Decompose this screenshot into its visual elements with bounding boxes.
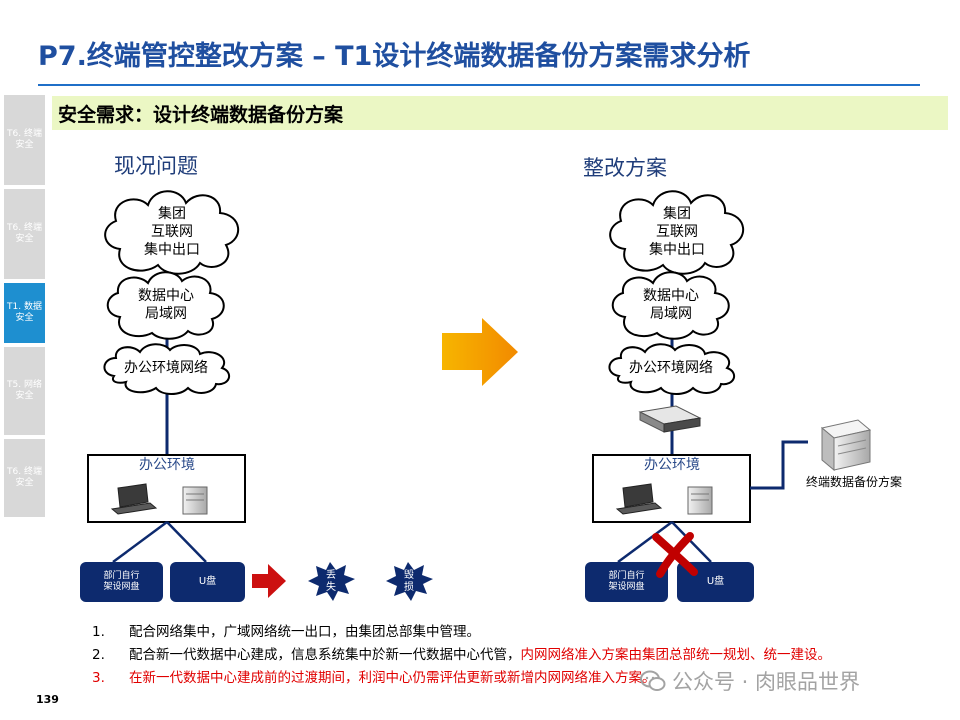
note-text: 配合网络集中，广域网络统一出口，由集团总部集中管理。 (129, 622, 932, 642)
notes-list: 1. 配合网络集中，广域网络统一出口，由集团总部集中管理。 2. 配合新一代数据… (92, 622, 932, 691)
watermark-text: 公众号 · 肉眼品世界 (672, 670, 861, 694)
label-line: 集团 (158, 206, 186, 222)
red-arrow-icon (252, 564, 286, 598)
current-issues-title: 现况问题 (114, 154, 198, 178)
pill-dept-netdisk-label: 部门自行 架设网盘 (585, 571, 668, 593)
note-text: 配合新一代数据中心建成，信息系统集中於新一代数据中心代管，内网网络准入方案由集团… (129, 645, 932, 665)
requirement-text: 安全需求：设计终端数据备份方案 (58, 104, 344, 126)
backup-solution-label: 终端数据备份方案 (806, 475, 903, 489)
label-line: 数据中心 (643, 288, 699, 304)
label-line: 数据中心 (138, 288, 194, 304)
pill-usb-drive-label: U盘 (706, 576, 725, 587)
pill-dept-netdisk (80, 562, 163, 602)
transition-arrow-icon (442, 318, 518, 386)
cloud-data-center-label: 数据中心 局域网 (621, 287, 721, 323)
branch-line-left (617, 520, 673, 564)
sidenav-item-terminal-security-3[interactable]: T6. 终端 安全 (4, 439, 45, 517)
sidenav-item-terminal-security-2[interactable]: T6. 终端 安全 (4, 189, 45, 279)
cloud-internet-exit-label: 集团 互联网 集中出口 (627, 205, 727, 259)
blocked-cross-icon (652, 532, 698, 578)
label-line: 架设网盘 (103, 582, 140, 592)
label-line: 部门自行 (103, 571, 140, 581)
note-item-3: 3. 在新一代数据中心建成前的过渡期间，利润中心仍需评估更新或新增内网网络准入方… (92, 668, 932, 688)
pill-usb-drive (170, 562, 245, 602)
branch-line-right (671, 521, 712, 563)
pill-dept-netdisk (585, 562, 668, 602)
server-icon (687, 486, 713, 515)
office-environment-box (87, 454, 246, 523)
requirement-banner (52, 96, 948, 130)
page-number: 139 (36, 693, 59, 706)
note-item-2: 2. 配合新一代数据中心建成，信息系统集中於新一代数据中心代管，内网网络准入方案… (92, 645, 932, 665)
office-environment-label: 办公环境 (644, 457, 700, 473)
cloud-office-network-label: 办公环境网络 (629, 360, 713, 376)
wechat-icon (640, 670, 666, 691)
note-item-1: 1. 配合网络集中，广域网络统一出口，由集团总部集中管理。 (92, 622, 932, 642)
note-number: 3. (92, 670, 105, 686)
label-line: 部门自行 (608, 571, 645, 581)
branch-line-right (166, 521, 207, 563)
note-text-highlight: 内网网络准入方案由集团总部统一规划、统一建设。 (520, 647, 832, 663)
page-title: P7.终端管控整改方案 – T1设计终端数据备份方案需求分析 (38, 41, 751, 72)
note-text-normal: 配合新一代数据中心建成，信息系统集中於新一代数据中心代管， (129, 647, 521, 663)
pill-dept-netdisk-label: 部门自行 架设网盘 (80, 571, 163, 593)
label-line: 局域网 (650, 306, 692, 322)
label-line: 毁 (404, 570, 414, 581)
label-line: 丢 (326, 570, 336, 581)
proposal-topology (585, 190, 872, 602)
star-lost-icon (308, 562, 355, 601)
laptop-icon (110, 483, 158, 515)
label-line: 损 (404, 582, 414, 593)
star-damaged-label: 毁 损 (398, 570, 420, 594)
note-number: 2. (92, 647, 105, 663)
label-line: 互联网 (151, 224, 193, 240)
sidenav-item-data-security[interactable]: T1. 数据 安全 (4, 283, 45, 343)
star-lost-label: 丢 失 (320, 570, 342, 594)
sidenav-item-terminal-security-1[interactable]: T6. 终端 安全 (4, 95, 45, 185)
backup-server-icon (820, 419, 872, 472)
network-access-device-icon (638, 405, 702, 433)
label-line: 失 (326, 582, 336, 593)
note-text-highlight: 在新一代数据中心建成前的过渡期间，利润中心仍需评估更新或新增内网网络准入方案。 (129, 670, 656, 686)
note-text-normal: 配合网络集中，广域网络统一出口，由集团总部集中管理。 (129, 624, 480, 640)
note-text: 在新一代数据中心建成前的过渡期间，利润中心仍需评估更新或新增内网网络准入方案。 (129, 668, 932, 688)
cloud-office-network-label: 办公环境网络 (124, 360, 208, 376)
label-line: 局域网 (145, 306, 187, 322)
note-number: 1. (92, 624, 105, 640)
label-line: 集中出口 (144, 242, 200, 258)
server-icon (182, 486, 208, 515)
label-line: 互联网 (656, 224, 698, 240)
label-line: 架设网盘 (608, 582, 645, 592)
current-topology (80, 190, 433, 602)
pill-usb-drive-label: U盘 (198, 576, 217, 587)
cloud-internet-exit-label: 集团 互联网 集中出口 (122, 205, 222, 259)
cloud-data-center-label: 数据中心 局域网 (116, 287, 216, 323)
title-divider (38, 84, 920, 86)
proposal-title: 整改方案 (583, 156, 667, 180)
branch-line-left (112, 520, 168, 564)
star-damaged-icon (386, 562, 433, 601)
laptop-icon (615, 483, 663, 515)
label-line: 集团 (663, 206, 691, 222)
sidenav-item-network-security[interactable]: T5. 网络 安全 (4, 347, 45, 435)
office-environment-label: 办公环境 (139, 457, 195, 473)
label-line: 集中出口 (649, 242, 705, 258)
backup-link-line (750, 440, 808, 490)
watermark: 公众号 · 肉眼品世界 (640, 666, 860, 696)
